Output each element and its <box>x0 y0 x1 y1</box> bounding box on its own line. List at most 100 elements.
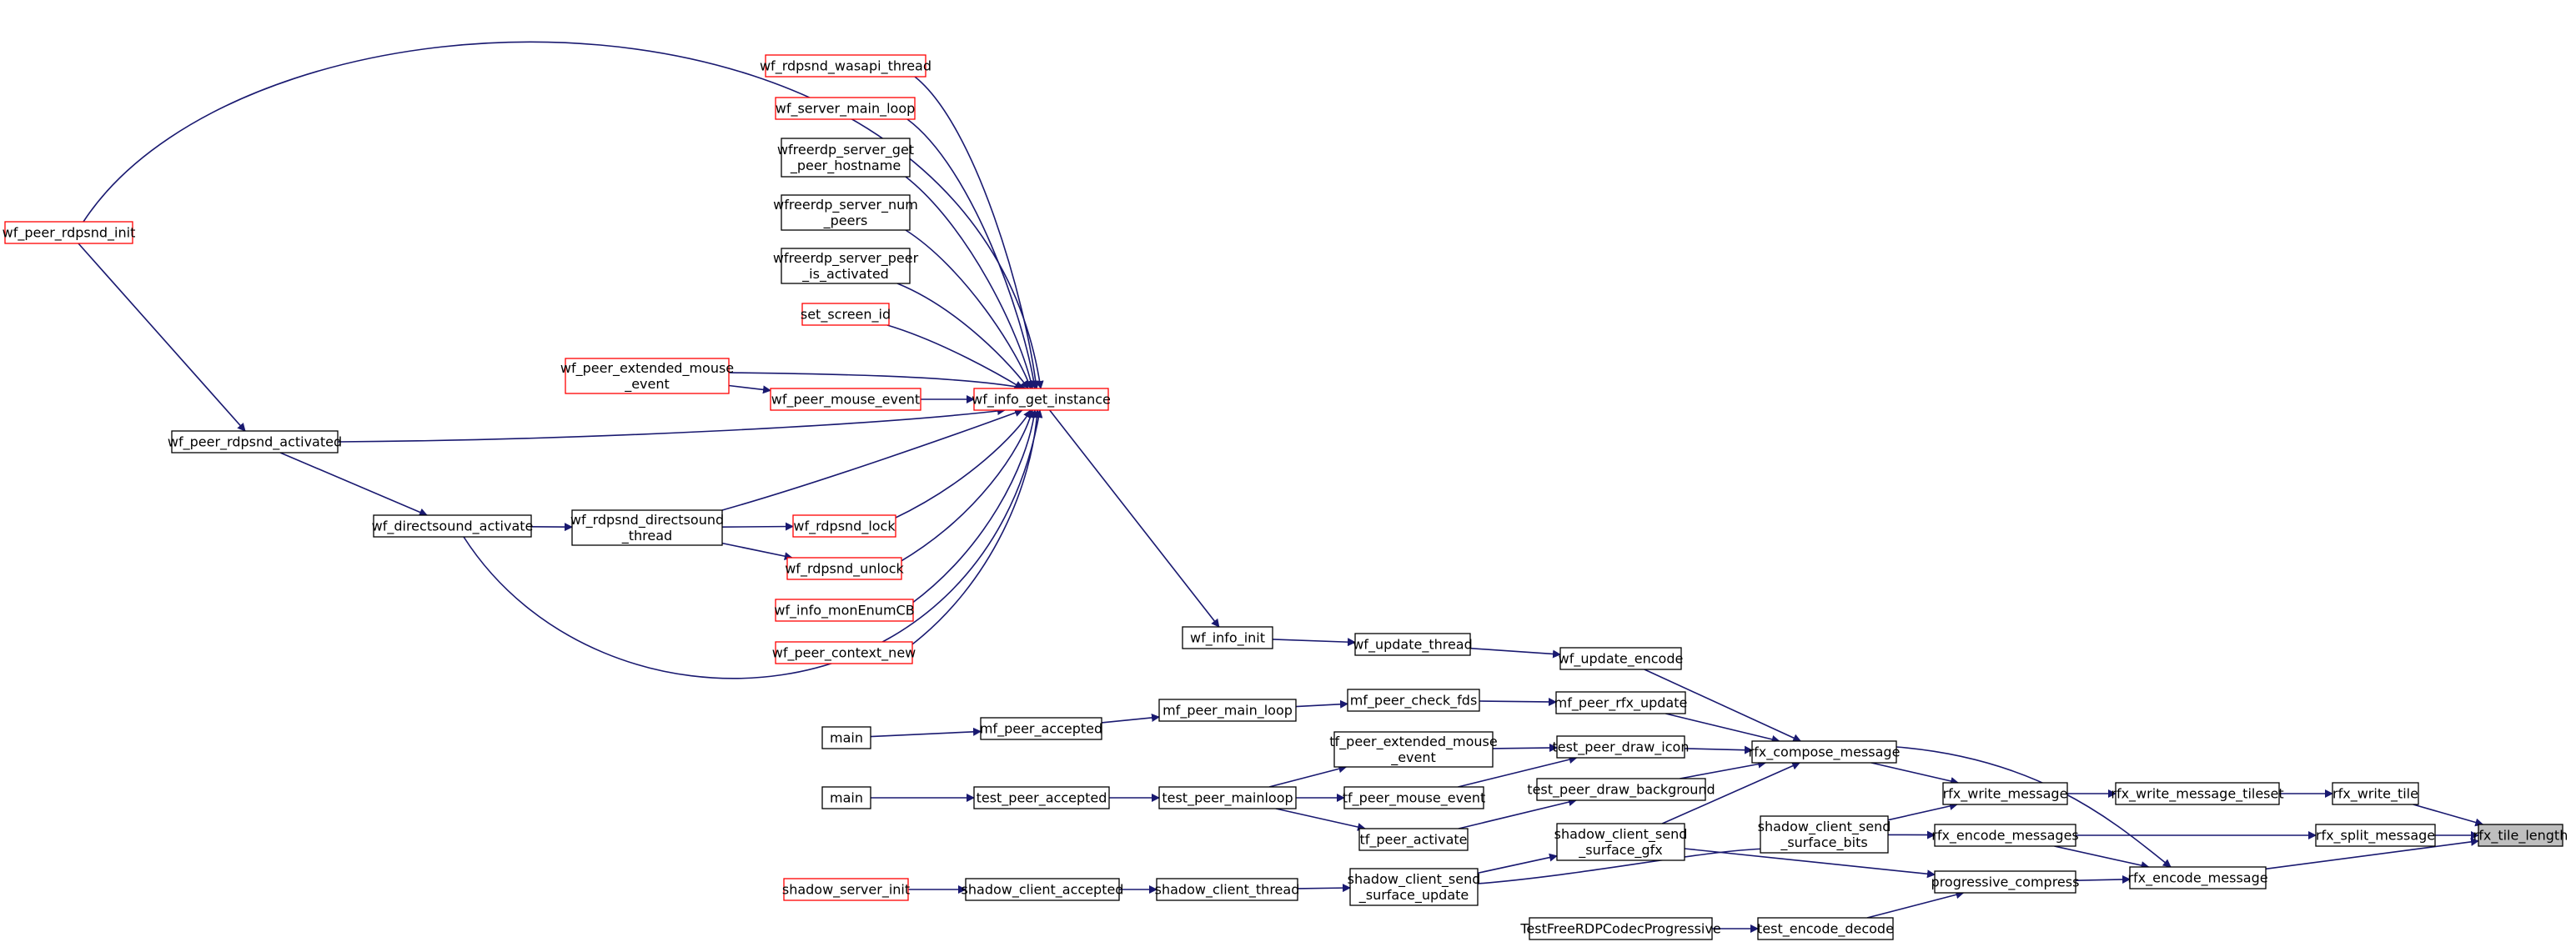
node-test-peer-draw-icon[interactable]: test_peer_draw_icon <box>1553 735 1690 759</box>
node-box <box>783 878 909 901</box>
node-testfreerdp-codec-progressive[interactable]: TestFreeRDPCodecProgressive <box>1519 917 1721 940</box>
node-wf-info-get-instance[interactable]: wf_info_get_instance <box>972 388 1111 411</box>
node-box <box>973 786 1110 809</box>
node-shadow-send-surface-bits[interactable]: shadow_client_send_surface_bits <box>1758 815 1891 854</box>
node-test-peer-accepted[interactable]: test_peer_accepted <box>973 786 1110 809</box>
node-wf-directsound-activate[interactable]: wf_directsound_activate <box>372 514 534 538</box>
node-write-message-tileset[interactable]: rfx_write_message_tileset <box>2111 782 2284 805</box>
edge-tf-peer-extended-mouse-event-to-test-peer-draw-icon <box>1492 744 1558 753</box>
node-wf-update-encode[interactable]: wf_update_encode <box>1559 647 1684 670</box>
edge-wf-rdpsnd-lock-to-wf-info-get-instance <box>893 409 1032 519</box>
node-write-message[interactable]: rfx_write_message <box>1942 782 2068 805</box>
node-box <box>1347 689 1480 712</box>
node-shadow-send-surface-gfx[interactable]: shadow_client_send_surface_gfx <box>1554 823 1688 861</box>
node-wf-rdpsnd-lock[interactable]: wf_rdpsnd_lock <box>792 514 896 538</box>
node-test-encode-decode[interactable]: test_encode_decode <box>1757 917 1894 940</box>
node-main-a[interactable]: main <box>821 726 871 749</box>
node-label: _is_activated <box>801 266 889 283</box>
node-shadow-send-surface-update[interactable]: shadow_client_send_surface_update <box>1348 868 1481 906</box>
node-progressive-compress[interactable]: progressive_compress <box>1931 870 2080 894</box>
edge-test-peer-draw-icon-to-compose-message <box>1684 745 1753 754</box>
node-label: _thread <box>621 528 672 544</box>
node-box <box>1349 868 1479 906</box>
node-box <box>781 138 911 178</box>
edge-compose-message-to-encode-message <box>1896 746 2172 868</box>
edge-wf-server-main-loop-to-wf-info-get-instance <box>906 118 1038 389</box>
node-wf-info-init[interactable]: wf_info_init <box>1182 626 1273 649</box>
node-tf-peer-mouse-event[interactable]: tf_peer_mouse_event <box>1343 786 1486 809</box>
node-shadow-client-thread[interactable]: shadow_client_thread <box>1155 878 1300 901</box>
node-label: test_peer_mainloop <box>1162 790 1293 807</box>
node-wf-peer-context-new[interactable]: wf_peer_context_new <box>772 641 916 664</box>
edge-progressive-compress-to-encode-message <box>2075 874 2131 884</box>
node-wf-peer-mouse-event[interactable]: wf_peer_mouse_event <box>770 388 921 411</box>
node-set-screen-id[interactable]: set_screen_id <box>801 303 891 326</box>
node-test-peer-draw-background[interactable]: test_peer_draw_background <box>1527 778 1715 801</box>
edge-wf-info-get-instance-to-wf-info-init <box>1049 409 1220 628</box>
node-label: main <box>830 790 863 806</box>
edge-wf-peer-rdpsnd-init-to-wf-peer-rdpsnd-activated <box>78 243 246 432</box>
node-wfreerdp-server-get-peer-hostname[interactable]: wfreerdp_server_get_peer_hostname <box>777 138 914 178</box>
node-mf-peer-check-fds[interactable]: mf_peer_check_fds <box>1347 689 1480 712</box>
node-label: wf_peer_context_new <box>772 645 916 662</box>
node-wf-info-monenumcb[interactable]: wf_info_monEnumCB <box>774 599 915 622</box>
edge-wf-peer-rdpsnd-activated-to-wf-info-get-instance <box>337 407 1006 443</box>
node-compose-message[interactable]: rfx_compose_message <box>1749 740 1901 764</box>
edge-encode-message-to-root <box>2265 837 2479 870</box>
node-shadow-client-accepted[interactable]: shadow_client_accepted <box>962 878 1124 901</box>
node-label: wf_rdpsnd_lock <box>793 519 896 535</box>
edge-wfreerdp-server-get-peer-hostname-to-wf-info-get-instance <box>905 176 1036 389</box>
node-mf-peer-main-loop[interactable]: mf_peer_main_loop <box>1158 699 1297 722</box>
node-label: rfx_tile_length <box>2473 828 2568 844</box>
node-box <box>821 786 871 809</box>
node-box <box>765 54 926 78</box>
node-box <box>1760 815 1889 854</box>
node-label: mf_peer_check_fds <box>1350 693 1478 709</box>
node-encode-message[interactable]: rfx_encode_message <box>2127 866 2268 889</box>
node-label: wf_update_thread <box>1353 637 1473 654</box>
node-box <box>801 303 890 326</box>
edge-wf-peer-extended-mouse-event-to-wf-peer-mouse-event <box>728 384 771 394</box>
node-encode-messages[interactable]: rfx_encode_messages <box>1931 824 2079 847</box>
node-label: tf_peer_activate <box>1359 832 1467 849</box>
edge-shadow-send-surface-gfx-to-compose-message <box>1661 762 1801 824</box>
edge-mf-peer-rfx-update-to-compose-message <box>1665 713 1780 744</box>
node-label: wf_info_get_instance <box>972 392 1111 408</box>
node-write-tile[interactable]: rfx_write_tile <box>2332 782 2419 805</box>
edge-mf-peer-check-fds-to-mf-peer-rfx-update <box>1479 697 1557 706</box>
node-wf-server-main-loop[interactable]: wf_server_main_loop <box>775 97 916 120</box>
node-mf-peer-accepted[interactable]: mf_peer_accepted <box>980 717 1102 740</box>
node-tf-peer-extended-mouse-event[interactable]: tf_peer_extended_mouse_event <box>1329 731 1498 768</box>
node-wfreerdp-server-num-peers[interactable]: wfreerdp_server_num_peers <box>773 194 918 231</box>
node-wf-peer-extended-mouse-event[interactable]: wf_peer_extended_mouse_event <box>560 358 734 394</box>
edge-set-screen-id-to-wf-info-get-instance <box>886 324 1023 389</box>
node-split-message[interactable]: rfx_split_message <box>2315 824 2436 847</box>
node-wf-rdpsnd-directsound-thread[interactable]: wf_rdpsnd_directsound_thread <box>570 509 724 546</box>
node-tf-peer-activate[interactable]: tf_peer_activate <box>1358 828 1469 851</box>
node-label: wf_server_main_loop <box>776 101 916 118</box>
node-wf-peer-rdpsnd-activated[interactable]: wf_peer_rdpsnd_activated <box>168 430 342 453</box>
node-label: _peers <box>823 213 868 229</box>
node-root[interactable]: rfx_tile_length <box>2473 824 2568 847</box>
node-wf-rdpsnd-unlock[interactable]: wf_rdpsnd_unlock <box>785 557 905 580</box>
edge-shadow-send-surface-gfx-to-progressive-compress <box>1684 848 1936 879</box>
node-main-b[interactable]: main <box>821 786 871 809</box>
node-test-peer-mainloop[interactable]: test_peer_mainloop <box>1158 786 1297 809</box>
edge-write-tile-to-root <box>2413 804 2484 827</box>
node-mf-peer-rfx-update[interactable]: mf_peer_rfx_update <box>1554 691 1688 714</box>
node-wf-peer-rdpsnd-init[interactable]: wf_peer_rdpsnd_init <box>3 221 136 244</box>
node-label: _event <box>624 376 670 393</box>
node-wf-update-thread[interactable]: wf_update_thread <box>1353 633 1473 656</box>
node-wf-rdpsnd-wasapi-thread[interactable]: wf_rdpsnd_wasapi_thread <box>760 54 931 78</box>
edge-mf-peer-main-loop-to-mf-peer-check-fds <box>1295 699 1348 709</box>
edge-wf-rdpsnd-directsound-thread-to-wf-rdpsnd-unlock <box>721 542 793 561</box>
edge-wf-info-init-to-wf-update-thread <box>1272 638 1356 647</box>
node-box <box>1942 782 2068 805</box>
edge-wf-update-thread-to-wf-update-encode <box>1469 647 1561 659</box>
node-label: _surface_gfx <box>1578 842 1662 859</box>
node-label: wf_peer_rdpsnd_init <box>3 225 136 242</box>
node-wfreerdp-server-peer-is-activated[interactable]: wfreerdp_server_peer_is_activated <box>773 248 919 284</box>
node-shadow-server-init[interactable]: shadow_server_init <box>782 878 910 901</box>
edge-encode-messages-to-encode-message <box>2054 845 2150 869</box>
